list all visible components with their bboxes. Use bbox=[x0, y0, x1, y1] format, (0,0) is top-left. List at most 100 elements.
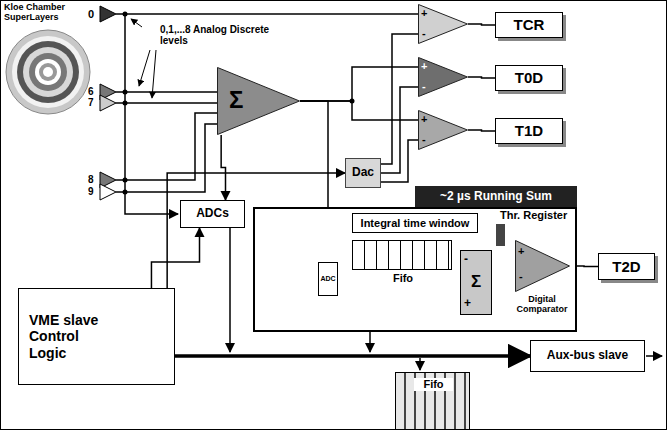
node-text: VME slave Control Logic bbox=[29, 312, 109, 360]
input-buffer bbox=[100, 6, 116, 22]
ring bbox=[43, 67, 53, 77]
summing-amplifier: Σ bbox=[217, 67, 300, 135]
adc-box: ADCs bbox=[180, 200, 245, 228]
leader-line bbox=[131, 19, 142, 27]
dac-box: Dac bbox=[345, 158, 381, 188]
ring bbox=[12, 36, 84, 108]
signal-label: 0,1,...8 Analog Discrete levels bbox=[160, 24, 270, 46]
input-buffer bbox=[100, 184, 116, 200]
triangle-shape bbox=[419, 5, 468, 44]
digital-comparator: +-Digital Comparator bbox=[515, 240, 570, 292]
signal-label: 7 bbox=[88, 97, 94, 108]
wire bbox=[116, 113, 217, 180]
node-text: Fifo bbox=[414, 378, 453, 391]
junction-dots bbox=[123, 12, 355, 195]
ring bbox=[35, 59, 61, 85]
signal-label: 8 bbox=[88, 174, 94, 185]
signal-line bbox=[468, 24, 495, 25]
signal-label: 6 bbox=[88, 86, 94, 97]
signal-line bbox=[151, 228, 199, 288]
signal-line bbox=[468, 77, 495, 78]
node-text: T1D bbox=[515, 122, 543, 139]
triangle-shape bbox=[516, 241, 570, 292]
signal-label: 0 bbox=[88, 8, 94, 20]
node-text: ADC bbox=[319, 275, 337, 283]
output-box: T1D bbox=[495, 118, 563, 144]
bus-wire bbox=[646, 355, 662, 357]
comparator: +- bbox=[418, 110, 468, 150]
threshold-register: Thr. Register bbox=[496, 224, 505, 246]
node-text: - bbox=[422, 27, 426, 40]
analog-wires bbox=[116, 14, 662, 370]
junction-dot bbox=[123, 90, 128, 95]
signal-label: 9 bbox=[88, 186, 94, 197]
signal-line bbox=[381, 140, 418, 182]
adc-box: ADC bbox=[318, 262, 338, 296]
node-text: + bbox=[421, 113, 427, 126]
node-text: T0D bbox=[515, 69, 543, 86]
ring bbox=[17, 41, 79, 103]
output-box: TCR bbox=[495, 12, 563, 38]
node-text: Σ bbox=[229, 86, 243, 114]
signal-line bbox=[381, 87, 418, 173]
node-text: + bbox=[464, 297, 471, 311]
junction-dot bbox=[123, 12, 128, 17]
node-text: - bbox=[422, 133, 426, 146]
node-text: Digital Comparator bbox=[507, 294, 577, 315]
comparator: +- bbox=[418, 57, 468, 97]
ring bbox=[39, 63, 57, 81]
ring bbox=[23, 47, 73, 97]
leader-arrows bbox=[131, 19, 156, 98]
node-text: Integral time window bbox=[361, 217, 470, 230]
node-text: Dac bbox=[352, 166, 374, 180]
signal-line bbox=[221, 135, 225, 200]
junction-dot bbox=[123, 101, 128, 106]
adder: -Σ+ bbox=[460, 250, 492, 315]
running-sum-block: ~2 µs Running SumIntegral time windowADC… bbox=[253, 207, 577, 332]
wire bbox=[116, 102, 217, 104]
node-text: Σ bbox=[471, 272, 481, 292]
chamber-rings bbox=[6, 30, 90, 114]
node-text: - bbox=[464, 253, 468, 267]
fifo-buffer: Fifo bbox=[352, 240, 452, 270]
wire bbox=[116, 13, 418, 15]
signal-line bbox=[175, 354, 530, 358]
leader-line bbox=[139, 50, 150, 86]
node-text: + bbox=[421, 60, 427, 73]
triangle-shape bbox=[218, 68, 300, 135]
node-text: + bbox=[421, 7, 427, 20]
signal-line bbox=[468, 130, 495, 131]
node-text: ADCs bbox=[196, 207, 229, 221]
node-text: - bbox=[422, 80, 426, 93]
ring bbox=[29, 53, 67, 91]
node-text: - bbox=[519, 270, 523, 283]
output-box: T0D bbox=[495, 65, 563, 91]
node-text: Thr. Register bbox=[500, 209, 567, 222]
node-text: Fifo bbox=[353, 272, 453, 285]
ring bbox=[6, 30, 90, 114]
aux-bus-box: Aux-bus slave bbox=[530, 340, 645, 372]
fifo-buffer: Fifo bbox=[395, 372, 470, 430]
wire bbox=[116, 91, 217, 93]
control-logic-box: VME slave Control Logic bbox=[18, 288, 175, 385]
bus-wire bbox=[229, 228, 231, 352]
triangle-shape bbox=[419, 111, 468, 150]
node-text: TCR bbox=[514, 16, 545, 33]
input-buffer bbox=[100, 95, 116, 111]
chamber-caption: Kloe Chamber SuperLayers bbox=[4, 3, 86, 23]
comparator: +- bbox=[418, 4, 468, 44]
triangle-shape bbox=[419, 58, 468, 97]
node-text: Aux-bus slave bbox=[547, 349, 628, 363]
input-buffers bbox=[100, 6, 116, 200]
output-box: T2D bbox=[598, 253, 655, 280]
window-box: Integral time window bbox=[352, 213, 478, 233]
node-text: ~2 µs Running Sum bbox=[415, 186, 577, 207]
leader-line bbox=[152, 50, 156, 98]
bus-wire bbox=[369, 332, 371, 352]
node-text: T2D bbox=[612, 258, 640, 275]
junction-dot bbox=[123, 190, 128, 195]
junction-dot bbox=[123, 178, 128, 183]
bus-wire bbox=[419, 358, 421, 370]
